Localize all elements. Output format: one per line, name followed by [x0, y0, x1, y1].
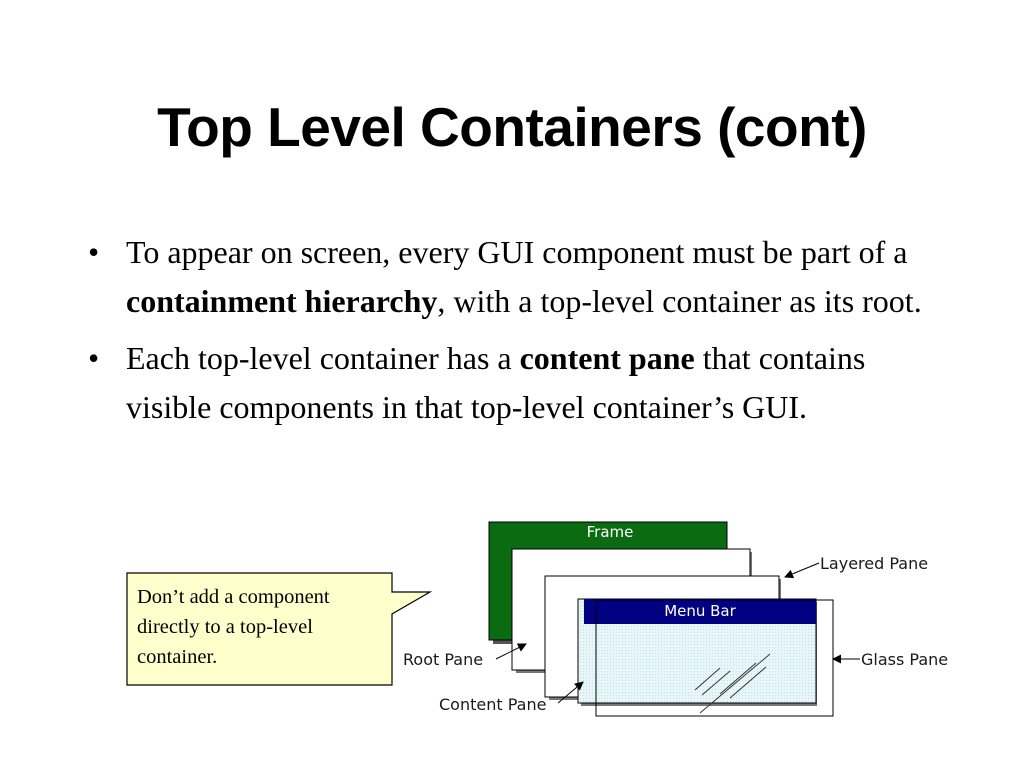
- bullet-item: • To appear on screen, every GUI compone…: [88, 228, 938, 326]
- content-pane-layer: Menu Bar: [577, 598, 817, 706]
- callout-box: [126, 572, 433, 686]
- slide-title: Top Level Containers (cont): [157, 96, 867, 158]
- glass-pane-label: Glass Pane: [861, 650, 948, 669]
- content-pane-callout: Content Pane: [439, 681, 584, 714]
- glass-reflection-lines: [694, 653, 771, 714]
- bullet-list: • To appear on screen, every GUI compone…: [88, 228, 938, 440]
- root-pane-label: Root Pane: [403, 650, 483, 669]
- content-pane-label: Content Pane: [439, 695, 546, 714]
- menu-bar: [584, 599, 816, 624]
- root-pane-diagram: Frame Menu Bar Layered Pane Root Pane Gl…: [403, 521, 948, 717]
- callout-text: Don’t add a component directly to a top-…: [137, 586, 330, 668]
- glass-pane-callout: Glass Pane: [832, 650, 948, 669]
- bullet-glyph: •: [88, 234, 100, 270]
- callout-shape: [126, 572, 433, 686]
- layered-pane-label: Layered Pane: [820, 554, 928, 573]
- bullet-text-pre: Each top-level container has a: [126, 340, 520, 376]
- bullet-text-pre: To appear on screen, every GUI component…: [126, 234, 908, 270]
- frame-title: Frame: [587, 523, 634, 541]
- layered-pane-callout: Layered Pane: [784, 554, 928, 579]
- bullet-text-bold: content pane: [519, 340, 695, 376]
- bullet-item: • Each top-level container has a content…: [88, 334, 938, 432]
- bullet-text-post: , with a top-level container as its root…: [437, 283, 922, 319]
- menu-bar-title: Menu Bar: [664, 602, 736, 620]
- bullet-text-bold: containment hierarchy: [126, 283, 438, 319]
- root-pane-callout: Root Pane: [403, 643, 527, 669]
- bullet-glyph: •: [88, 340, 100, 376]
- bullet-text-post: that contains visible components in that…: [126, 340, 866, 425]
